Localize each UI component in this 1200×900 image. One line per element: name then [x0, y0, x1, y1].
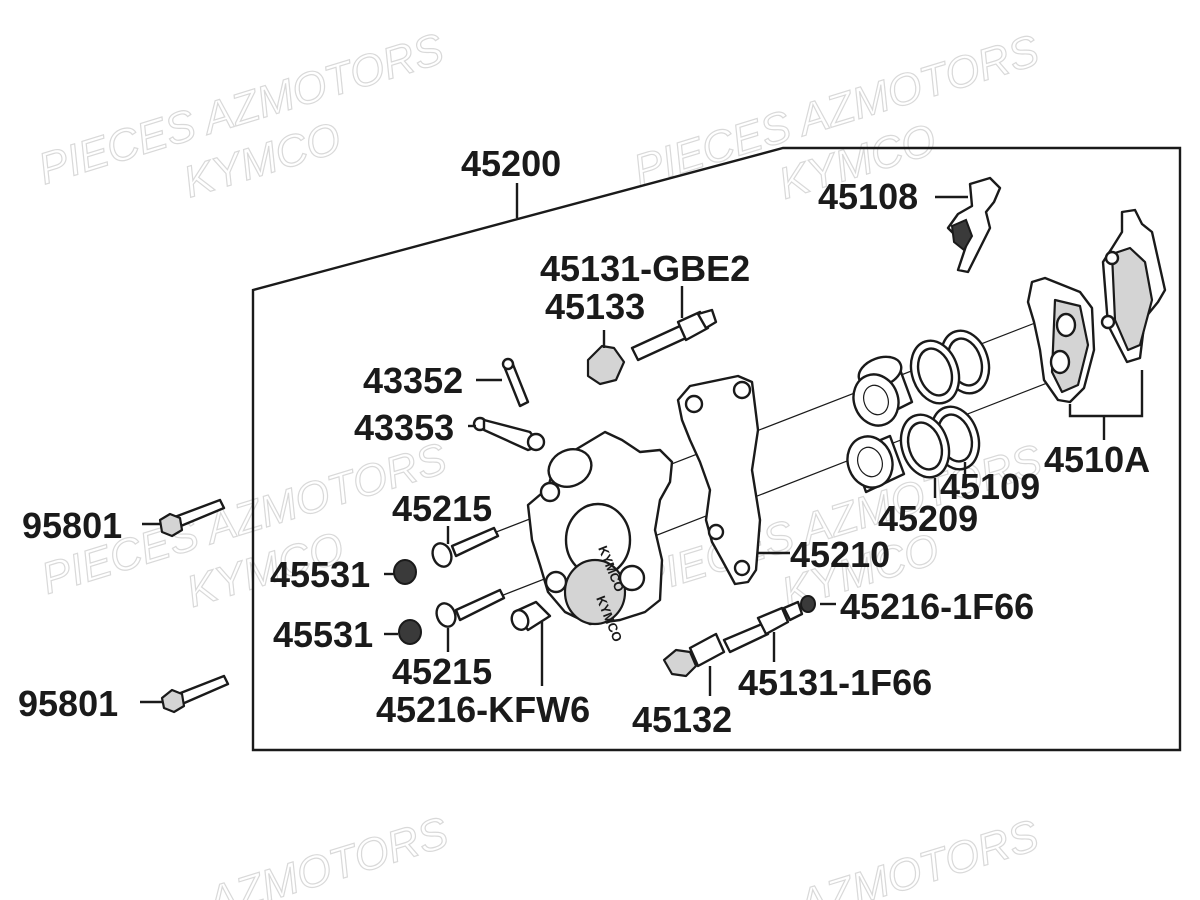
watermark-text: AZMOTORS	[789, 811, 1044, 900]
callout-45108: 45108	[818, 176, 918, 217]
callout-45215-lower: 45215	[392, 651, 492, 692]
callout-45216-1f66: 45216-1F66	[840, 586, 1034, 627]
callout-45215-upper: 45215	[392, 488, 492, 529]
banjo-bolt	[662, 632, 726, 678]
callout-45531-upper: 45531	[270, 554, 370, 595]
pin-spring	[946, 176, 1002, 274]
callout-45209: 45209	[878, 498, 978, 539]
callout-45210: 45210	[790, 534, 890, 575]
mounting-bolt-upper	[158, 498, 226, 538]
bleeder-screw	[501, 357, 530, 408]
watermark-text: AZMOTORS	[199, 808, 454, 900]
mounting-bolt-lower	[160, 674, 230, 714]
caliper-bracket	[676, 374, 762, 586]
leader-line	[1068, 370, 1144, 418]
callout-45133: 45133	[545, 286, 645, 327]
callout-45109: 45109	[940, 466, 1040, 507]
pin-cap	[586, 344, 626, 386]
callout-45531-lower: 45531	[273, 614, 373, 655]
pin-bolt-1f66	[722, 600, 804, 654]
slide-pin-upper	[431, 526, 500, 568]
slide-pin-lower	[435, 588, 506, 628]
callout-45131-gbe2: 45131-GBE2	[540, 248, 750, 289]
brake-pad-front	[1026, 276, 1096, 404]
pin-bolt-gbe2	[630, 308, 718, 362]
assembly-frame	[251, 146, 1182, 752]
callout-45131-1f66: 45131-1F66	[738, 662, 932, 703]
caliper-body: KYMCO KYMCO	[526, 430, 674, 644]
callout-43352: 43352	[363, 360, 463, 401]
callout-45132: 45132	[632, 699, 732, 740]
brake-pad-rear	[1100, 208, 1167, 364]
callout-4510a: 4510A	[1044, 439, 1150, 480]
callout-95801-lower: 95801	[18, 683, 118, 724]
sleeve-kfw6	[510, 600, 552, 632]
washer-1f66	[800, 595, 816, 613]
nut-lower	[398, 619, 422, 645]
piston-seal-upper	[909, 329, 991, 405]
callout-43353: 43353	[354, 407, 454, 448]
callout-95801-upper: 95801	[22, 505, 122, 546]
callout-45216-kfw6: 45216-KFW6	[376, 689, 590, 730]
callout-labels: 45200 45108 45131-GBE2 45133 43352 43353…	[18, 143, 1150, 740]
callout-45200: 45200	[461, 143, 561, 184]
piston-upper	[852, 355, 914, 427]
piston-lower	[846, 434, 906, 494]
nut-upper	[393, 559, 417, 585]
bleeder-cap	[472, 416, 546, 452]
piston-seal-lower	[899, 405, 981, 479]
